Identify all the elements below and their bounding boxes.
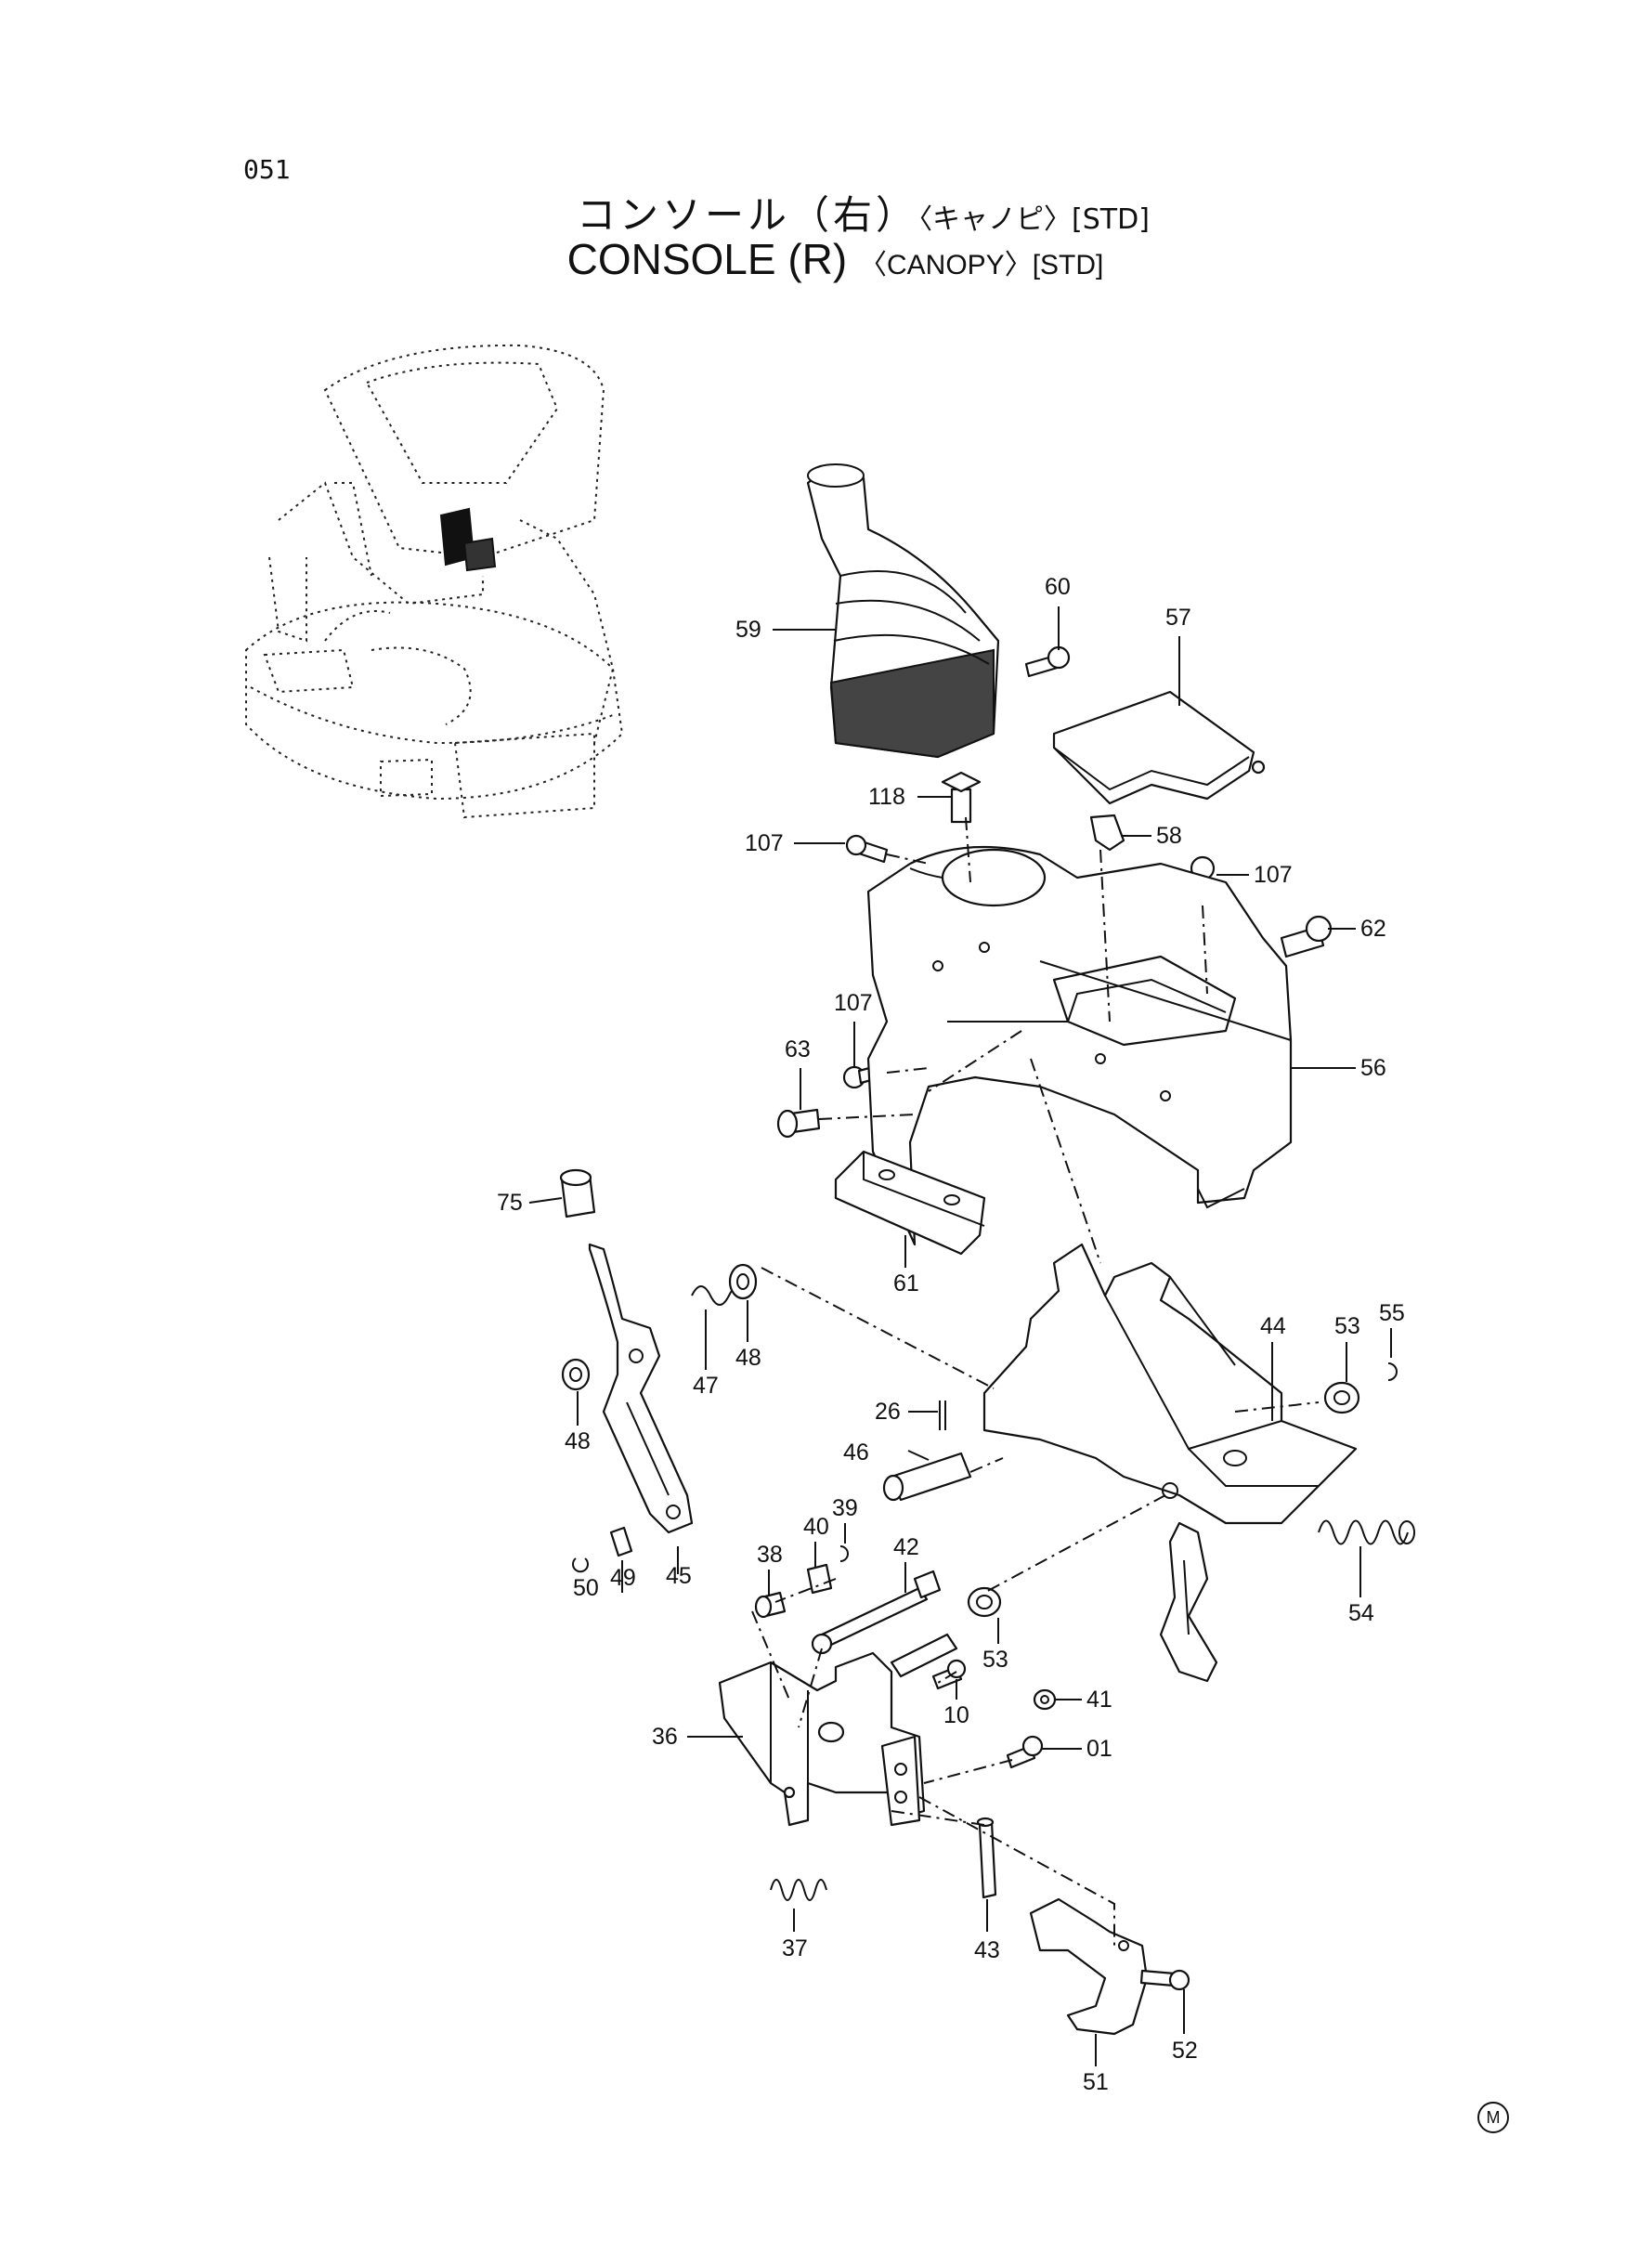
rod-42 xyxy=(811,1570,942,1655)
pin-43 xyxy=(976,1817,997,1899)
label-45: 45 xyxy=(666,1563,692,1589)
clip-55 xyxy=(1387,1362,1398,1381)
label-56: 56 xyxy=(1360,1055,1386,1081)
label-39: 39 xyxy=(832,1495,858,1521)
assembly-center-lines xyxy=(751,816,1320,1946)
pin-49 xyxy=(609,1526,633,1557)
base-frame-44 xyxy=(982,1243,1358,1683)
label-10: 10 xyxy=(943,1702,969,1728)
title-japanese: コンソール（右）〈キャノピ〉[STD] xyxy=(0,184,1652,241)
label-118: 118 xyxy=(868,784,905,810)
bracket-36 xyxy=(718,1633,958,1827)
label-61: 61 xyxy=(893,1270,919,1296)
label-01: 01 xyxy=(1086,1736,1112,1762)
lever-45 xyxy=(588,1243,694,1534)
highlighted-console-area xyxy=(439,507,497,572)
label-49: 49 xyxy=(610,1565,636,1591)
label-60: 60 xyxy=(1045,574,1071,600)
bolt-01 xyxy=(1006,1735,1044,1769)
clip-58 xyxy=(1089,814,1125,852)
label-53-upper: 53 xyxy=(1334,1313,1360,1339)
label-44: 44 xyxy=(1260,1313,1286,1339)
label-75: 75 xyxy=(497,1190,523,1216)
label-58: 58 xyxy=(1156,823,1182,849)
label-55: 55 xyxy=(1379,1300,1405,1326)
leader-lines xyxy=(528,606,1392,2066)
label-54: 54 xyxy=(1348,1600,1374,1626)
page-number: 051 xyxy=(243,154,291,185)
title-en-sub: 〈CANOPY〉[STD] xyxy=(859,250,1104,280)
clip-39 xyxy=(839,1545,849,1562)
label-38: 38 xyxy=(757,1542,783,1568)
label-59: 59 xyxy=(735,617,761,643)
label-26: 26 xyxy=(875,1399,901,1425)
label-43: 43 xyxy=(974,1937,1000,1963)
label-36: 36 xyxy=(652,1724,678,1750)
part-labels: 59 60 57 118 58 107 107 62 107 63 56 75 … xyxy=(497,574,1405,2095)
title-jp-sub: 〈キャノピ〉[STD] xyxy=(918,203,1150,236)
label-62: 62 xyxy=(1360,916,1386,942)
title-en-main: CONSOLE (R) xyxy=(566,235,848,283)
bushing-48-lower xyxy=(561,1358,591,1391)
washer-41 xyxy=(1033,1688,1057,1711)
label-40: 40 xyxy=(803,1514,829,1540)
collar-40 xyxy=(806,1563,833,1595)
clip-50 xyxy=(572,1557,589,1573)
label-63: 63 xyxy=(785,1036,811,1062)
label-48-lower: 48 xyxy=(565,1428,591,1454)
bolt-107-upper-left xyxy=(845,834,889,864)
excavator-overview-illustration xyxy=(245,344,624,819)
label-47: 47 xyxy=(693,1373,719,1399)
bushing-53-lower xyxy=(967,1586,1002,1618)
label-107-upper-right: 107 xyxy=(1254,862,1293,888)
label-41: 41 xyxy=(1086,1687,1112,1713)
bushing-48-upper xyxy=(728,1263,758,1300)
label-51: 51 xyxy=(1083,2069,1109,2095)
label-107-side: 107 xyxy=(834,990,873,1016)
label-57: 57 xyxy=(1165,605,1191,631)
pin-62 xyxy=(1280,915,1333,958)
knob-75 xyxy=(559,1168,596,1218)
cover-57 xyxy=(1052,690,1266,805)
title-english: CONSOLE (R) 〈CANOPY〉[STD] xyxy=(0,234,1652,284)
bushing-53-upper xyxy=(1323,1381,1360,1414)
collar-38 xyxy=(754,1591,787,1619)
lever-boot-59 xyxy=(806,463,1000,759)
spring-37 xyxy=(770,1879,827,1901)
label-52: 52 xyxy=(1172,2038,1198,2064)
label-42: 42 xyxy=(893,1534,919,1560)
bracket-51 xyxy=(1029,1897,1149,2036)
screw-60 xyxy=(1024,645,1071,678)
screw-52 xyxy=(1139,1969,1190,1991)
cotter-pin-26 xyxy=(939,1401,946,1430)
pin-46 xyxy=(882,1452,972,1502)
bracket-61 xyxy=(834,1150,986,1256)
bolt-10 xyxy=(931,1659,967,1690)
label-46: 46 xyxy=(843,1440,869,1466)
label-50: 50 xyxy=(573,1575,599,1601)
spring-54 xyxy=(1318,1519,1415,1545)
label-48-upper: 48 xyxy=(735,1345,761,1371)
label-53-lower: 53 xyxy=(982,1647,1008,1673)
corner-mark: M xyxy=(1477,2102,1509,2133)
console-body-56 xyxy=(866,845,1293,1246)
bolt-118 xyxy=(941,771,982,824)
label-37: 37 xyxy=(782,1935,808,1961)
bushing-63 xyxy=(776,1108,821,1139)
title-jp-main: コンソール（右） xyxy=(577,192,919,238)
label-107-upper-left: 107 xyxy=(745,830,784,856)
